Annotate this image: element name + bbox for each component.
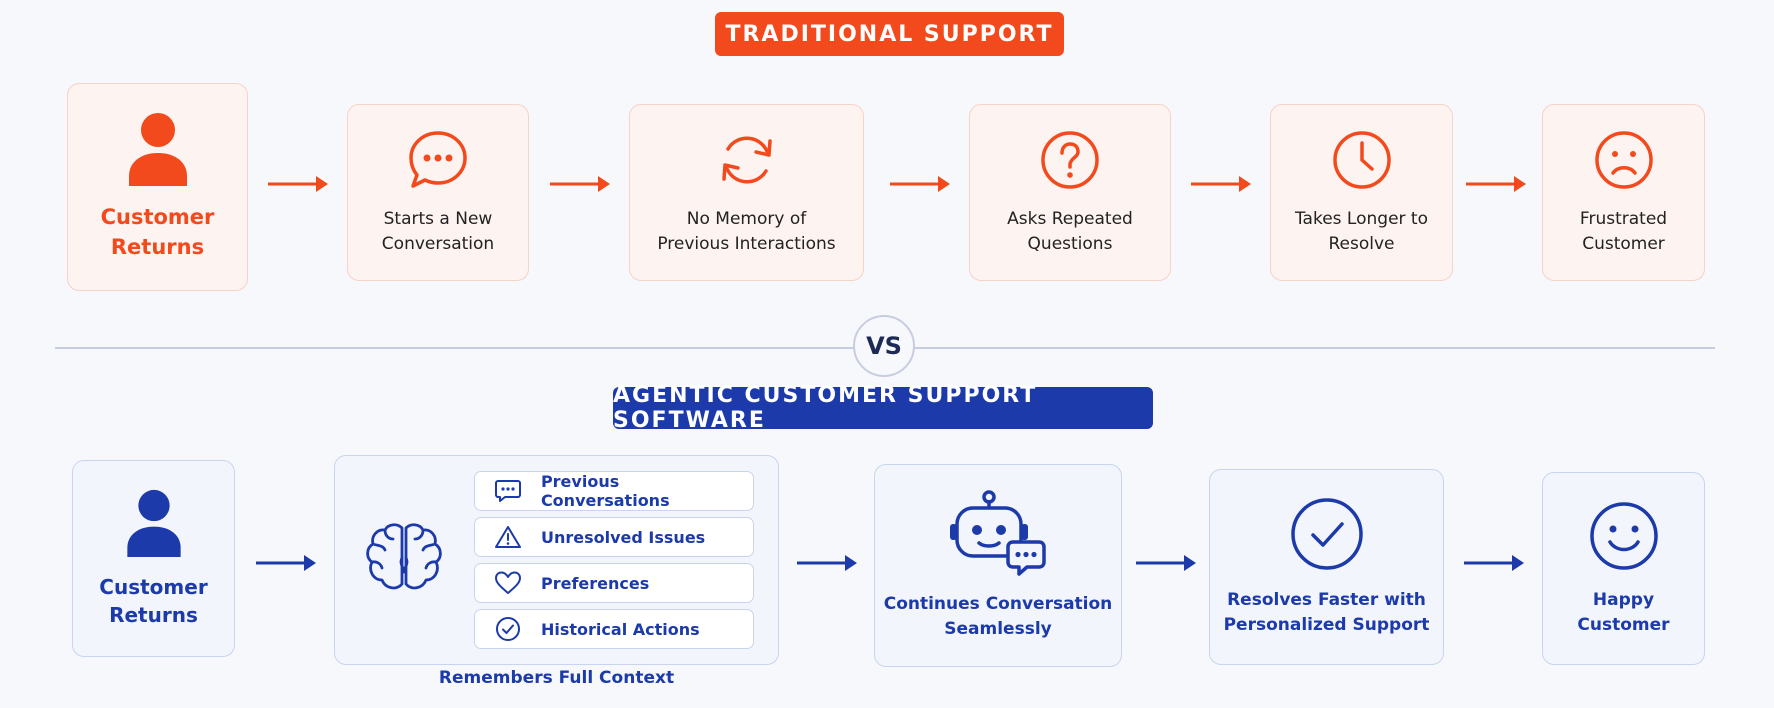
trad-step-new-conversation: Starts a New Conversation bbox=[347, 104, 529, 281]
question-icon bbox=[1039, 129, 1101, 191]
refresh-icon bbox=[716, 129, 778, 191]
trad-step-label: Asks Repeated Questions bbox=[1007, 208, 1133, 254]
arrow-right-icon bbox=[797, 555, 857, 571]
brain-icon bbox=[363, 520, 445, 600]
chat-bubble-icon bbox=[493, 479, 523, 503]
chat-bubble-icon bbox=[407, 129, 469, 191]
trad-step-repeated-questions: Asks Repeated Questions bbox=[969, 104, 1171, 281]
context-item-label: Historical Actions bbox=[541, 619, 700, 639]
trad-step-label: Frustrated Customer bbox=[1579, 208, 1668, 254]
context-item-label: Unresolved Issues bbox=[541, 527, 706, 547]
check-circle-icon bbox=[1289, 496, 1365, 572]
agentic-support-title: AGENTIC CUSTOMER SUPPORT SOFTWARE bbox=[613, 383, 1153, 433]
context-caption: Remembers Full Context bbox=[438, 668, 675, 688]
sad-face-icon bbox=[1593, 129, 1655, 191]
agentic-step-label: Happy Customer bbox=[1577, 589, 1670, 635]
robot-chat-icon bbox=[949, 489, 1047, 576]
context-item-label: Previous Conversations bbox=[540, 472, 670, 510]
trad-step-label: Starts a New Conversation bbox=[381, 208, 495, 254]
arrow-right-icon bbox=[550, 176, 610, 192]
agentic-step-resolves-faster: Resolves Faster with Personalized Suppor… bbox=[1209, 469, 1444, 665]
arrow-right-icon bbox=[268, 176, 328, 192]
trad-step-label: Customer Returns bbox=[100, 205, 215, 259]
check-circle-icon bbox=[493, 616, 523, 642]
arrow-right-icon bbox=[1136, 555, 1196, 571]
agentic-step-label: Resolves Faster with Personalized Suppor… bbox=[1223, 590, 1430, 635]
context-item-preferences: Preferences bbox=[474, 563, 754, 603]
vs-badge: VS bbox=[853, 315, 915, 377]
context-item-label: Preferences bbox=[541, 573, 650, 593]
agentic-step-continues-conversation: Continues Conversation Seamlessly bbox=[874, 464, 1122, 667]
trad-step-label: No Memory of Previous Interactions bbox=[657, 208, 836, 254]
agentic-step-label: Continues Conversation Seamlessly bbox=[883, 593, 1113, 639]
traditional-support-title: TRADITIONAL SUPPORT bbox=[715, 12, 1064, 56]
heart-icon bbox=[493, 571, 523, 595]
agentic-step-label: Customer Returns bbox=[99, 574, 208, 627]
warning-icon bbox=[493, 525, 523, 549]
arrow-right-icon bbox=[1191, 176, 1251, 192]
agentic-step-happy-customer: Happy Customer bbox=[1542, 472, 1705, 665]
context-item-previous-conversations: Previous Conversations bbox=[474, 471, 754, 511]
arrow-right-icon bbox=[256, 555, 316, 571]
person-icon bbox=[125, 489, 183, 557]
agentic-step-customer-returns: Customer Returns bbox=[72, 460, 235, 657]
arrow-right-icon bbox=[890, 176, 950, 192]
context-item-historical-actions: Historical Actions bbox=[474, 609, 754, 649]
context-item-unresolved-issues: Unresolved Issues bbox=[474, 517, 754, 557]
arrow-right-icon bbox=[1466, 176, 1526, 192]
person-icon bbox=[127, 112, 189, 186]
trad-step-no-memory: No Memory of Previous Interactions bbox=[629, 104, 864, 281]
trad-step-label: Takes Longer to Resolve bbox=[1294, 208, 1428, 254]
arrow-right-icon bbox=[1464, 555, 1524, 571]
trad-step-frustrated: Frustrated Customer bbox=[1542, 104, 1705, 281]
smile-face-icon bbox=[1588, 500, 1660, 572]
trad-step-takes-longer: Takes Longer to Resolve bbox=[1270, 104, 1453, 281]
trad-step-customer-returns: Customer Returns bbox=[67, 83, 248, 291]
clock-icon bbox=[1331, 129, 1393, 191]
